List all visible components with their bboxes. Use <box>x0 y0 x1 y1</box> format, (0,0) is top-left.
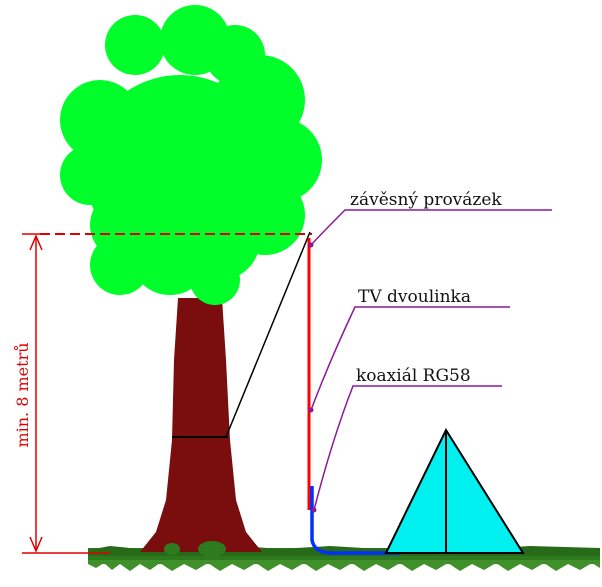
tree-foliage <box>60 5 322 305</box>
tree-trunk <box>140 298 262 552</box>
callout-marker-coax <box>311 507 317 513</box>
dimension-arrow-top <box>29 234 43 251</box>
tree-root-bump-right <box>198 541 226 557</box>
hanging-string <box>225 231 311 438</box>
callout-leader-coax <box>313 385 502 511</box>
dimension-arrow-bottom <box>29 536 43 553</box>
label-hanging-string: závěsný provázek <box>350 190 502 210</box>
callout-marker-hanging-string <box>308 242 314 248</box>
tent <box>384 427 525 554</box>
tent-body <box>384 427 525 554</box>
height-dimension <box>22 233 110 554</box>
label-min-height: min. 8 metrů <box>13 342 32 447</box>
callout-coax: koaxiál RG58 <box>311 366 502 513</box>
coax-cable <box>310 486 400 555</box>
callout-leader-tv-twin-lead <box>310 306 510 411</box>
callout-hanging-string: závěsný provázek <box>308 190 552 248</box>
callout-leader-hanging-string <box>310 209 552 246</box>
ground-grass-fringe <box>88 560 600 571</box>
callout-marker-tv-twin-lead <box>308 407 314 413</box>
label-tv-twin-lead: TV dvoulinka <box>358 287 471 307</box>
callout-tv-twin-lead: TV dvoulinka <box>308 287 510 413</box>
label-coax: koaxiál RG58 <box>356 366 471 386</box>
tree-root-bump-left <box>164 543 180 555</box>
